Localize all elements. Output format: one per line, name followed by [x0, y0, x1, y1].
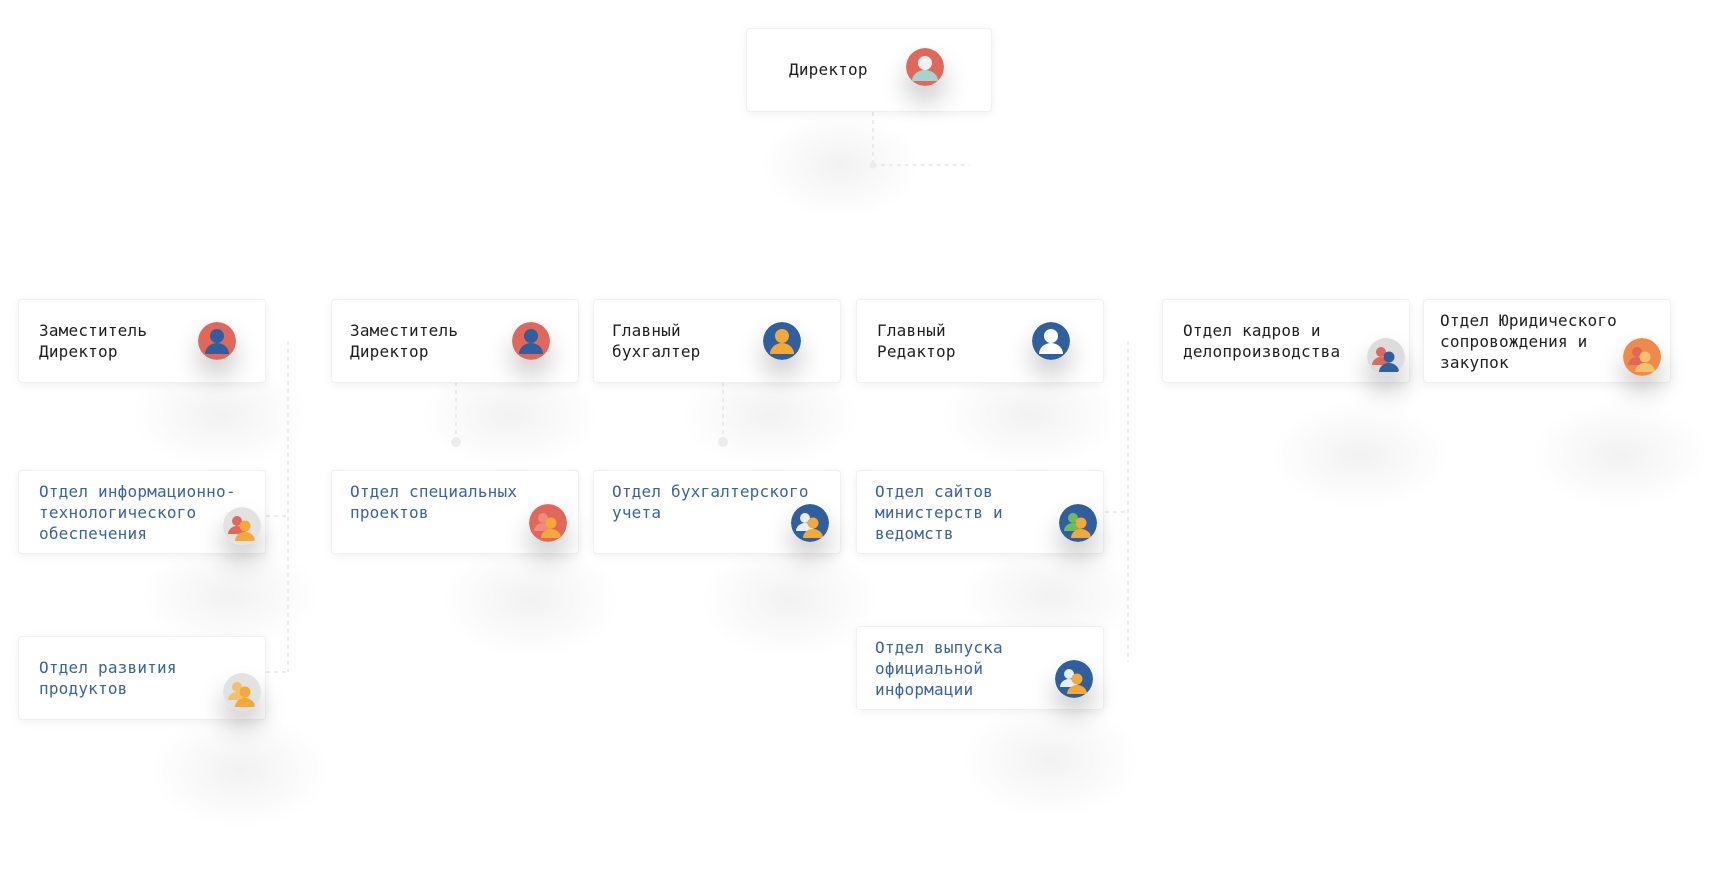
special-projects-department-card[interactable]: Отдел специальных проектов [331, 470, 579, 554]
director-avatar-icon [906, 48, 944, 86]
product-department-label: Отдел развития продуктов [39, 658, 177, 698]
special-projects-department-group-icon [529, 504, 567, 542]
hr-department-label: Отдел кадров и делопроизводства [1183, 321, 1341, 361]
chief-editor-label: Главный Редактор [877, 321, 956, 361]
chief-accountant-avatar-icon [763, 322, 801, 360]
deputy-director-avatar-icon-2 [512, 322, 550, 360]
hr-department-card[interactable]: Отдел кадров и делопроизводства [1162, 299, 1410, 383]
websites-department-label: Отдел сайтов министерств и ведомств [875, 482, 1003, 543]
special-projects-department-label: Отдел специальных проектов [350, 482, 518, 522]
websites-department-group-icon [1059, 504, 1097, 542]
it-department-label: Отдел информационно- технологического об… [39, 482, 236, 543]
deputy-director-avatar-icon-1 [198, 322, 236, 360]
chief-editor-avatar-icon [1032, 322, 1070, 360]
accounting-department-group-icon [791, 504, 829, 542]
director-card[interactable]: Директор [746, 28, 992, 112]
deputy-director-label-1: Заместитель Директор [39, 321, 148, 361]
deputy-director-label-2: Заместитель Директор [350, 321, 459, 361]
websites-department-card[interactable]: Отдел сайтов министерств и ведомств [856, 470, 1104, 554]
product-department-group-icon [223, 673, 261, 711]
director-label: Директор [789, 60, 868, 79]
deputy-director-card-2[interactable]: Заместитель Директор [331, 299, 579, 383]
legal-department-label: Отдел Юридического сопровождения и закуп… [1440, 311, 1617, 372]
chief-accountant-label: Главный бухгалтер [612, 321, 701, 361]
accounting-department-card[interactable]: Отдел бухгалтерского учета [593, 470, 841, 554]
it-department-card[interactable]: Отдел информационно- технологического об… [18, 470, 266, 554]
official-info-department-card[interactable]: Отдел выпуска официальной информации [856, 626, 1104, 710]
deputy-director-card-1[interactable]: Заместитель Директор [18, 299, 266, 383]
official-info-department-label: Отдел выпуска официальной информации [875, 638, 1003, 699]
legal-department-group-icon [1623, 338, 1661, 376]
chief-editor-card[interactable]: Главный Редактор [856, 299, 1104, 383]
it-department-group-icon [223, 507, 261, 545]
hr-department-group-icon [1367, 338, 1405, 376]
legal-department-card[interactable]: Отдел Юридического сопровождения и закуп… [1423, 299, 1671, 383]
chief-accountant-card[interactable]: Главный бухгалтер [593, 299, 841, 383]
official-info-department-group-icon [1055, 660, 1093, 698]
accounting-department-label: Отдел бухгалтерского учета [612, 482, 809, 522]
product-department-card[interactable]: Отдел развития продуктов [18, 636, 266, 720]
